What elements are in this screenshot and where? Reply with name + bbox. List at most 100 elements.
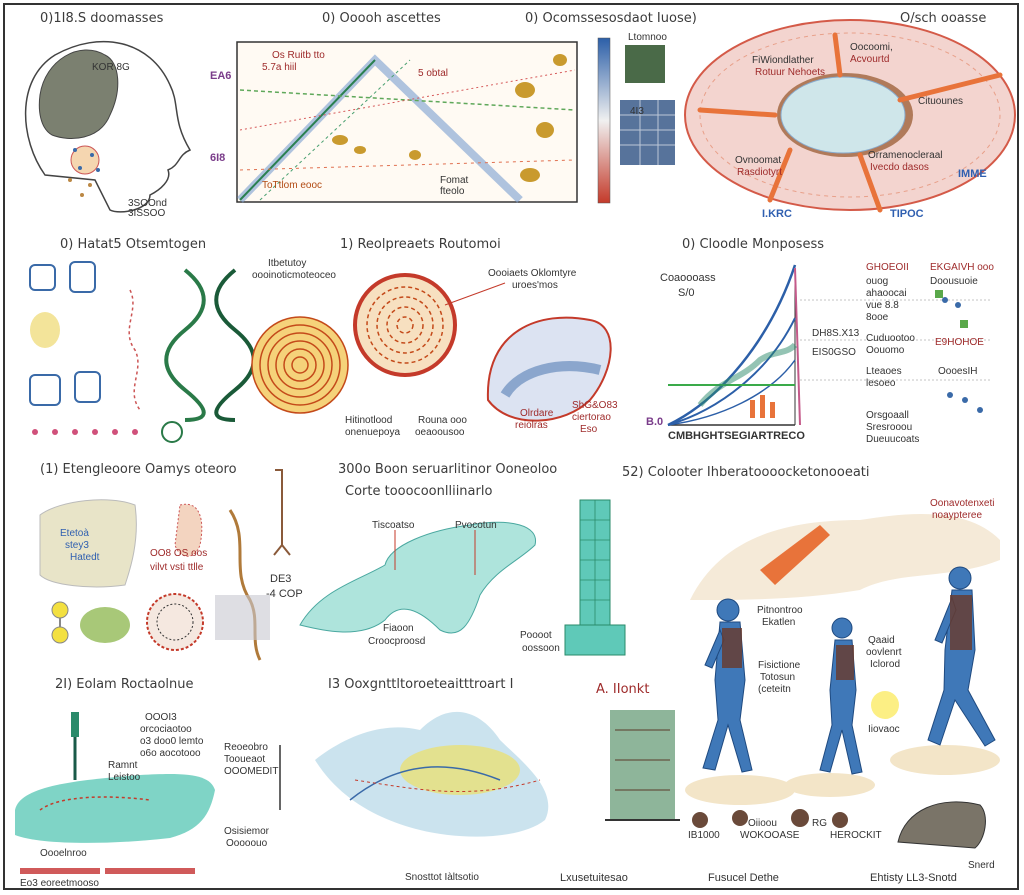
tissue-label: OOOI3 bbox=[145, 712, 177, 723]
axis-side-label: 6I8 bbox=[210, 152, 226, 164]
origin-label: B.0 bbox=[646, 416, 664, 428]
rings-label: Eso bbox=[580, 424, 598, 435]
walk-label: HEROCKIT bbox=[830, 830, 882, 841]
plot-label: 8ooe bbox=[866, 312, 889, 323]
cell-compartment-diagram bbox=[684, 19, 1016, 213]
tissue-label: Oooelnroo bbox=[40, 848, 87, 859]
plot-annotation: Os Ruitb tto bbox=[272, 50, 325, 61]
rings-label: ShG&O83 bbox=[572, 400, 618, 411]
plot-label: vue 8.8 bbox=[866, 300, 899, 311]
walk-label: Iclorod bbox=[870, 659, 901, 670]
rings-label: ciertorao bbox=[572, 412, 611, 423]
panel-9-subtitle: Corte tooocoonlliinarlo bbox=[345, 484, 493, 499]
panel-3-title: 0) Ocomssesosdaot Iuose) bbox=[525, 11, 697, 26]
cell-label: Orramenocleraal bbox=[868, 150, 943, 161]
walk-label: Oonavotenxeti bbox=[930, 498, 995, 509]
walk-label: Ekatlen bbox=[762, 617, 796, 628]
rings-label: oooinoticmoteoceo bbox=[252, 270, 336, 281]
footer-label: Snosttot Iàltsotio bbox=[405, 872, 479, 883]
panel-1-title: 0)1I8.S doomasses bbox=[40, 11, 164, 26]
panel-1-label: 3SOOnd bbox=[128, 198, 167, 209]
rings-label: uroes'mos bbox=[512, 280, 558, 291]
plot-label: GHOEOII bbox=[866, 262, 909, 273]
walk-label: oovlenrt bbox=[866, 647, 902, 658]
footer-label: Ehtisty LL3-Snotd bbox=[870, 872, 957, 884]
axis-side-label: EA6 bbox=[210, 70, 232, 82]
plot-annotation: 5 obtal bbox=[418, 68, 449, 79]
plot-label: EKGAIVH ooo bbox=[930, 262, 994, 273]
morph-label: Etetoà bbox=[60, 528, 89, 539]
y-axis-label: S/0 bbox=[678, 287, 695, 299]
gene-expression-plot bbox=[236, 41, 578, 203]
walk-label: Qaaid bbox=[868, 635, 895, 646]
y-axis-label: Coaoooass bbox=[660, 272, 716, 284]
model-response-plot bbox=[667, 264, 990, 427]
teal-label: Tiscoatso bbox=[372, 520, 415, 531]
plot-label: DH8S.X13 bbox=[812, 328, 860, 339]
plot-label: Lteaoes bbox=[866, 366, 902, 377]
morph-label: Hatedt bbox=[70, 552, 100, 563]
tissue-label: Leistoo bbox=[108, 772, 141, 783]
teal-label: Pvocotun bbox=[455, 520, 497, 531]
panel-4-title: O/sch ooasse bbox=[900, 11, 987, 26]
panel-12-title: I3 Ooxgnttltoroeteaitttroart I bbox=[328, 677, 514, 692]
tissue-section-panel bbox=[15, 712, 281, 874]
tissue-label: o6o aocotooo bbox=[140, 748, 201, 759]
tissue-label: orcociaotoo bbox=[140, 724, 192, 735]
panel-5-title: 0) Hatat5 Otsemtogen bbox=[60, 237, 207, 252]
footer-label: Lxusetuitesao bbox=[560, 872, 628, 884]
plot-label: EIS0GSO bbox=[812, 347, 856, 358]
panel-9-title: 300o Boon seruarlitinor Ooneoloo bbox=[338, 462, 558, 477]
footer-label: Eo3 eoreetmooso bbox=[20, 878, 99, 889]
plot-annotation: 5.7a hiil bbox=[262, 62, 297, 73]
cell-label: TIPOC bbox=[890, 208, 924, 220]
footer-label: Fusucel Dethe bbox=[708, 872, 779, 884]
figure-border bbox=[3, 3, 1019, 890]
walk-label: IB1000 bbox=[688, 830, 720, 841]
plot-label: Dueuucoats bbox=[866, 434, 920, 445]
x-axis-label: CMBHGHTSEGIARTRECO bbox=[668, 430, 805, 442]
teal-label: oossoon bbox=[522, 643, 560, 654]
rings-label: reiolras bbox=[515, 420, 548, 431]
cell-label: Ivecdo dasos bbox=[870, 162, 929, 173]
tissue-label: OOOMEDIT bbox=[224, 766, 279, 777]
blue-tissue-panel bbox=[315, 711, 549, 837]
dna-helix-panel bbox=[29, 261, 256, 443]
tissue-label: Ooooouo bbox=[226, 838, 268, 849]
teal-label: Poooot bbox=[520, 630, 552, 641]
plot-label: ouog bbox=[866, 276, 889, 287]
panel-8-title: (1) Etengleoore Oamys oteoro bbox=[40, 462, 237, 477]
morph-label: vilvt vsti ttlle bbox=[150, 562, 204, 573]
morph-label: DE3 bbox=[270, 573, 292, 585]
walk-label: RG bbox=[812, 818, 827, 829]
cell-label: Ovnoomat bbox=[735, 155, 782, 166]
plot-label: Doousuoie bbox=[930, 276, 978, 287]
plot-label: Oouomo bbox=[866, 345, 905, 356]
walk-label: Totosun bbox=[760, 672, 796, 683]
tissue-label: Ramnt bbox=[108, 760, 138, 771]
cell-label: IMME bbox=[958, 168, 987, 180]
cell-label: Rotuur Nehoets bbox=[755, 67, 826, 78]
rings-label: oeaoousoo bbox=[415, 427, 465, 438]
head-profile-illustration bbox=[24, 40, 192, 213]
panel-7-title: 0) Cloodle Monposess bbox=[682, 237, 824, 252]
morphology-panel bbox=[39, 469, 291, 661]
plot-label: OooesIH bbox=[938, 366, 978, 377]
teal-label: Croocproosd bbox=[368, 636, 426, 647]
teal-structure-panel bbox=[299, 499, 626, 656]
cell-label: FiWiondlather bbox=[752, 55, 814, 66]
walk-label: noaypteree bbox=[932, 510, 983, 521]
rings-label: Itbetutoy bbox=[268, 258, 307, 269]
growth-rings-panel bbox=[251, 273, 612, 422]
plot-label: Orsgoaall bbox=[866, 410, 909, 421]
panel-10-title: 52) Colooter Ihberatoooocketonooeati bbox=[622, 465, 870, 480]
tissue-label: Reoeobro bbox=[224, 742, 268, 753]
panel-1-label: KOR 8G bbox=[92, 62, 130, 73]
panel-11-title: 2I) Eolam Roctaolnue bbox=[55, 677, 194, 692]
plot-label: Cuduootoo bbox=[866, 333, 915, 344]
morph-label: OO8 OS oos bbox=[150, 548, 208, 559]
walk-label: Iiovaoc bbox=[868, 724, 900, 735]
plot-annotation: fteolo bbox=[440, 186, 465, 197]
walk-label: Pitnontroo bbox=[757, 605, 803, 616]
